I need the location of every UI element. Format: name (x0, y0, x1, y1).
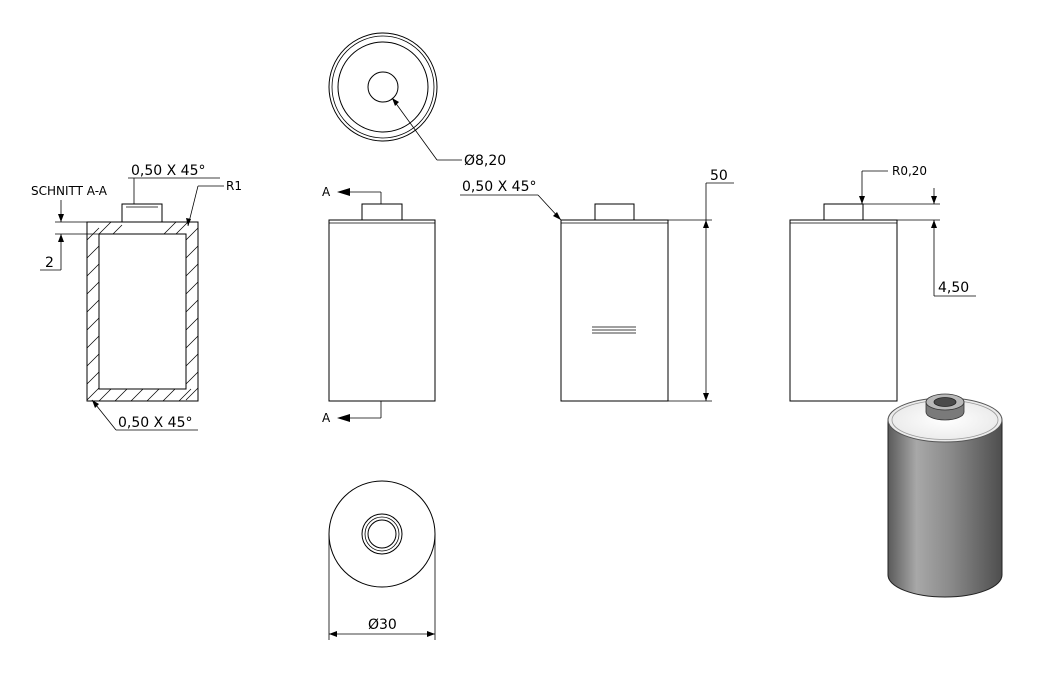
front-boss (361, 203, 403, 221)
section-title: SCHNITT A-A (31, 184, 108, 198)
front-view: A A (322, 185, 436, 425)
wall-thickness-label: 2 (45, 255, 54, 271)
side-view: 0,50 X 45° 50 (460, 168, 734, 402)
iso-hole (933, 397, 957, 407)
right-boss (823, 203, 864, 221)
bottom-view-outer-circle (328, 480, 436, 588)
height-label: 50 (710, 168, 728, 184)
radius-label: R1 (226, 179, 242, 193)
chamfer-bottom-label: 0,50 X 45° (118, 415, 192, 431)
right-body (789, 219, 898, 402)
boss-height-label: 4,50 (938, 280, 969, 296)
hole-diameter-label: Ø8,20 (464, 153, 506, 169)
iso-cylinder-body (887, 419, 1003, 598)
right-radius-label: R0,20 (892, 164, 927, 178)
section-view: SCHNITT A-A 0,50 X 45° R1 2 0,50 X 45° (31, 163, 242, 431)
section-inner-cavity (98, 233, 187, 390)
hatch-left-wall (86, 227, 100, 401)
top-view: Ø8,20 (328, 32, 506, 169)
right-view: R0,20 4,50 (789, 164, 976, 402)
section-marker-top: A (322, 185, 331, 199)
hatch-bottom-wall (98, 388, 192, 402)
section-boss (121, 203, 163, 223)
side-body (560, 219, 669, 402)
chamfer-top-label: 0,50 X 45° (131, 163, 205, 179)
top-view-hole (367, 71, 399, 103)
hatch-right-wall (185, 227, 199, 401)
outer-diameter-label: Ø30 (368, 617, 397, 633)
side-boss (594, 203, 635, 221)
top-view-outer-circle (328, 32, 438, 142)
side-chamfer-label: 0,50 X 45° (462, 179, 536, 195)
bottom-view: Ø30 (328, 480, 436, 640)
hole-diameter-leader (391, 97, 438, 161)
hatch-top-wall (98, 221, 189, 235)
bottom-view-boss (367, 519, 397, 549)
section-outer-outline (86, 221, 199, 402)
section-marker-bottom: A (322, 411, 331, 425)
front-body (328, 219, 436, 402)
isometric-view (887, 393, 1003, 598)
